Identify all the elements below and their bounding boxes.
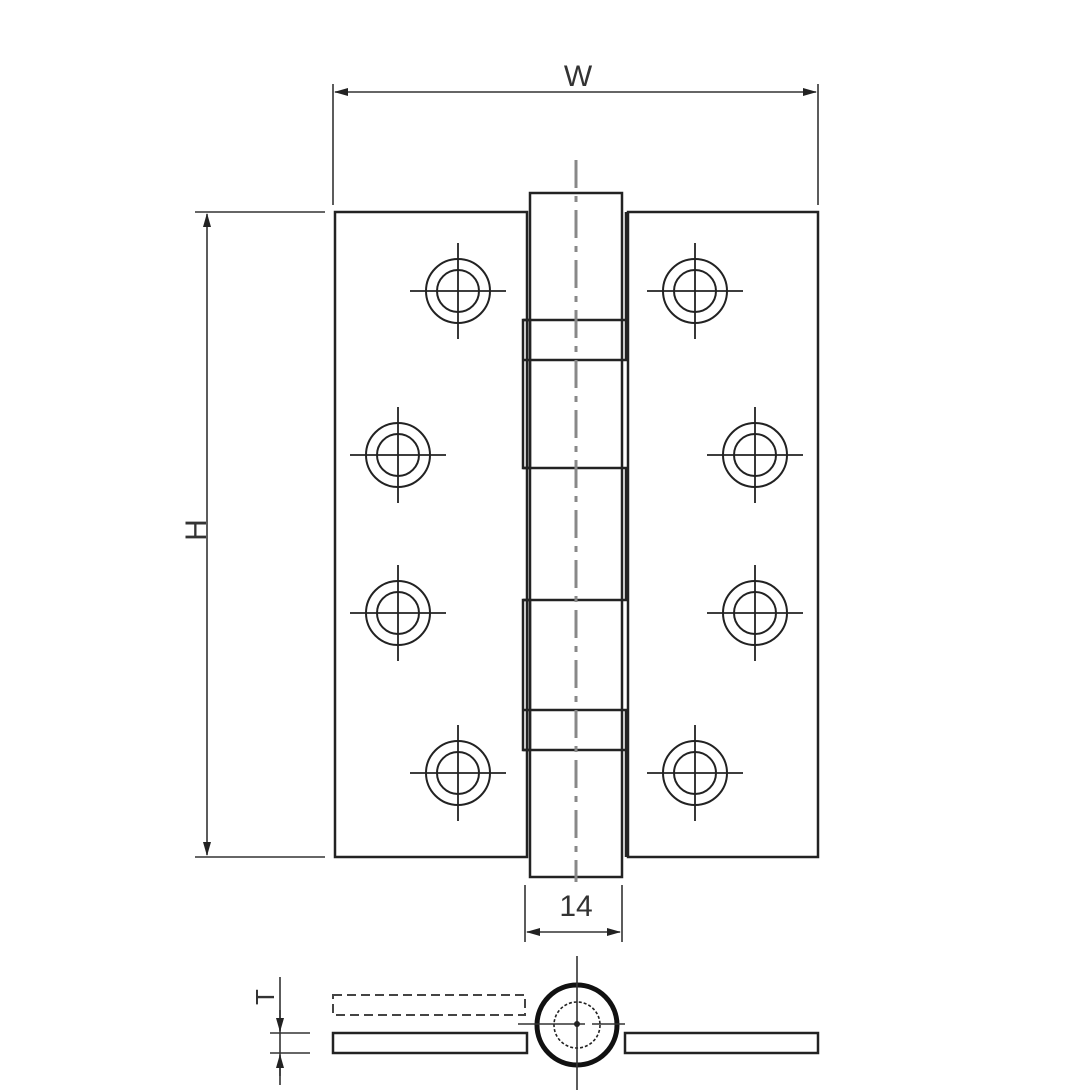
- screw-hole: [707, 407, 803, 503]
- screw-hole: [350, 407, 446, 503]
- screw-holes: [350, 243, 803, 821]
- screw-hole: [350, 565, 446, 661]
- screw-hole: [410, 243, 506, 339]
- screw-hole: [647, 243, 743, 339]
- height-dimension: H: [180, 211, 325, 858]
- knuckle-width-dimension: 14: [524, 885, 623, 942]
- width-dimension: W: [332, 60, 819, 205]
- screw-hole: [647, 725, 743, 821]
- knuckle: [521, 160, 628, 882]
- left-leaf: [333, 210, 529, 859]
- knuckle-width-label: 14: [559, 890, 592, 923]
- height-label: H: [180, 519, 213, 541]
- thickness-label: T: [250, 989, 280, 1005]
- screw-hole: [707, 565, 803, 661]
- right-leaf: [626, 210, 820, 859]
- width-label: W: [564, 60, 593, 93]
- thickness-dimension: T: [250, 977, 310, 1085]
- screw-hole: [410, 725, 506, 821]
- section-view: [331, 956, 820, 1090]
